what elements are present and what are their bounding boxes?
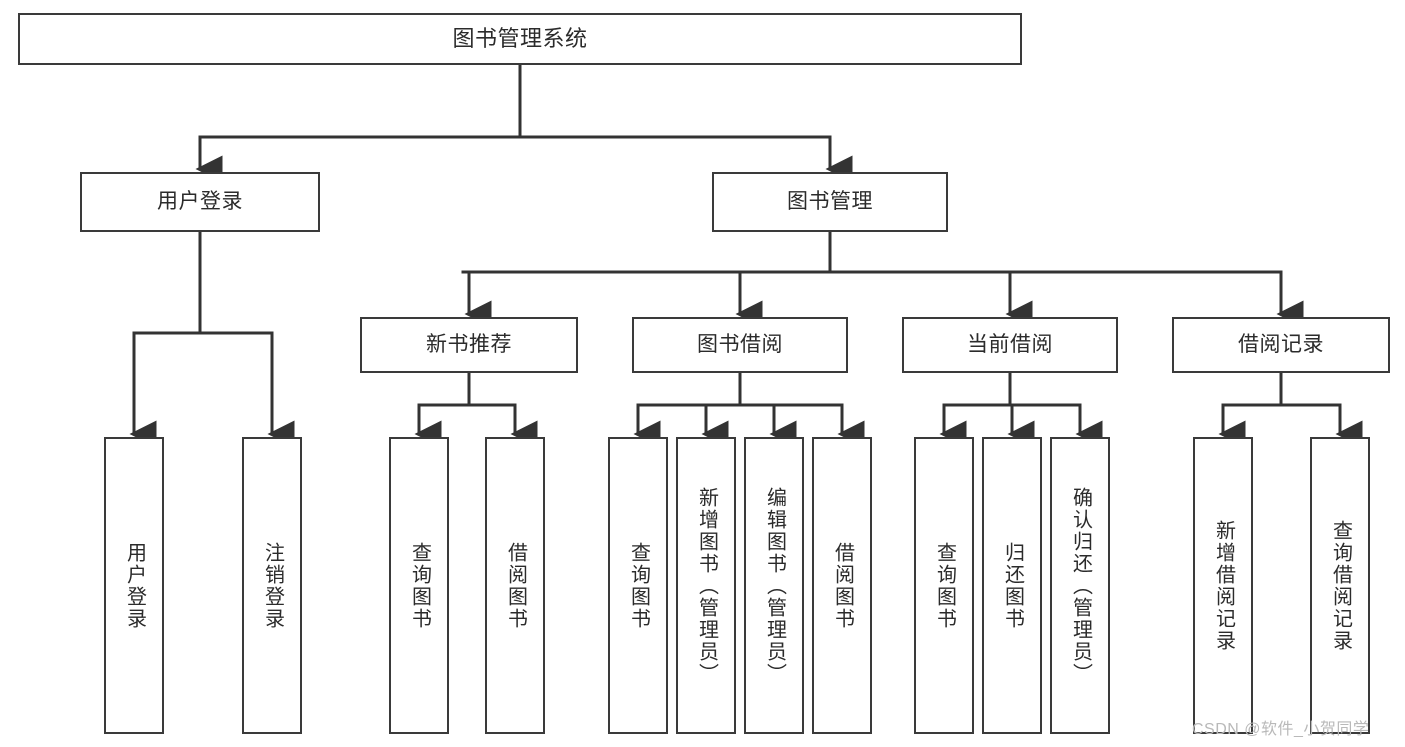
node-leaf-add-book-label: 新增图书（管理员）	[695, 486, 718, 685]
node-leaf-add-book[interactable]: 新增图书（管理员）	[676, 437, 736, 734]
node-leaf-borrow-book-1-label: 借阅图书	[504, 541, 527, 630]
node-book-manage-label: 图书管理	[787, 190, 873, 214]
node-user-login[interactable]: 用户登录	[80, 172, 320, 232]
node-leaf-borrow-book-2-label: 借阅图书	[831, 541, 854, 630]
node-new-book-recommend[interactable]: 新书推荐	[360, 317, 578, 373]
node-book-manage[interactable]: 图书管理	[712, 172, 948, 232]
node-root-system[interactable]: 图书管理系统	[18, 13, 1022, 65]
node-root-system-label: 图书管理系统	[452, 25, 588, 51]
node-leaf-add-record[interactable]: 新增借阅记录	[1193, 437, 1253, 734]
node-leaf-query-book-2-label: 查询图书	[627, 541, 650, 630]
node-leaf-user-login-label: 用户登录	[123, 541, 146, 630]
node-leaf-confirm-return[interactable]: 确认归还（管理员）	[1050, 437, 1110, 734]
node-leaf-edit-book-label: 编辑图书（管理员）	[763, 486, 786, 685]
node-leaf-query-book-1-label: 查询图书	[408, 541, 431, 630]
node-book-borrow-label: 图书借阅	[697, 333, 783, 357]
node-new-book-recommend-label: 新书推荐	[426, 333, 512, 357]
node-leaf-logout[interactable]: 注销登录	[242, 437, 302, 734]
node-leaf-borrow-book-2[interactable]: 借阅图书	[812, 437, 872, 734]
node-leaf-borrow-book-1[interactable]: 借阅图书	[485, 437, 545, 734]
node-leaf-query-record-label: 查询借阅记录	[1329, 519, 1352, 652]
node-current-borrow-label: 当前借阅	[967, 333, 1053, 357]
node-current-borrow[interactable]: 当前借阅	[902, 317, 1118, 373]
node-borrow-record-label: 借阅记录	[1238, 333, 1324, 357]
node-user-login-label: 用户登录	[157, 190, 243, 214]
node-leaf-query-record[interactable]: 查询借阅记录	[1310, 437, 1370, 734]
node-book-borrow[interactable]: 图书借阅	[632, 317, 848, 373]
node-leaf-query-book-1[interactable]: 查询图书	[389, 437, 449, 734]
node-leaf-logout-label: 注销登录	[261, 541, 284, 630]
node-leaf-return-book-label: 归还图书	[1001, 541, 1024, 630]
csdn-watermark: CSDN @软件_小贺同学	[1192, 721, 1370, 738]
node-leaf-query-book-2[interactable]: 查询图书	[608, 437, 668, 734]
node-leaf-confirm-return-label: 确认归还（管理员）	[1069, 486, 1092, 685]
node-leaf-return-book[interactable]: 归还图书	[982, 437, 1042, 734]
node-borrow-record[interactable]: 借阅记录	[1172, 317, 1390, 373]
node-leaf-add-record-label: 新增借阅记录	[1212, 519, 1235, 652]
node-leaf-user-login[interactable]: 用户登录	[104, 437, 164, 734]
node-leaf-query-book-3[interactable]: 查询图书	[914, 437, 974, 734]
node-leaf-query-book-3-label: 查询图书	[933, 541, 956, 630]
node-leaf-edit-book[interactable]: 编辑图书（管理员）	[744, 437, 804, 734]
